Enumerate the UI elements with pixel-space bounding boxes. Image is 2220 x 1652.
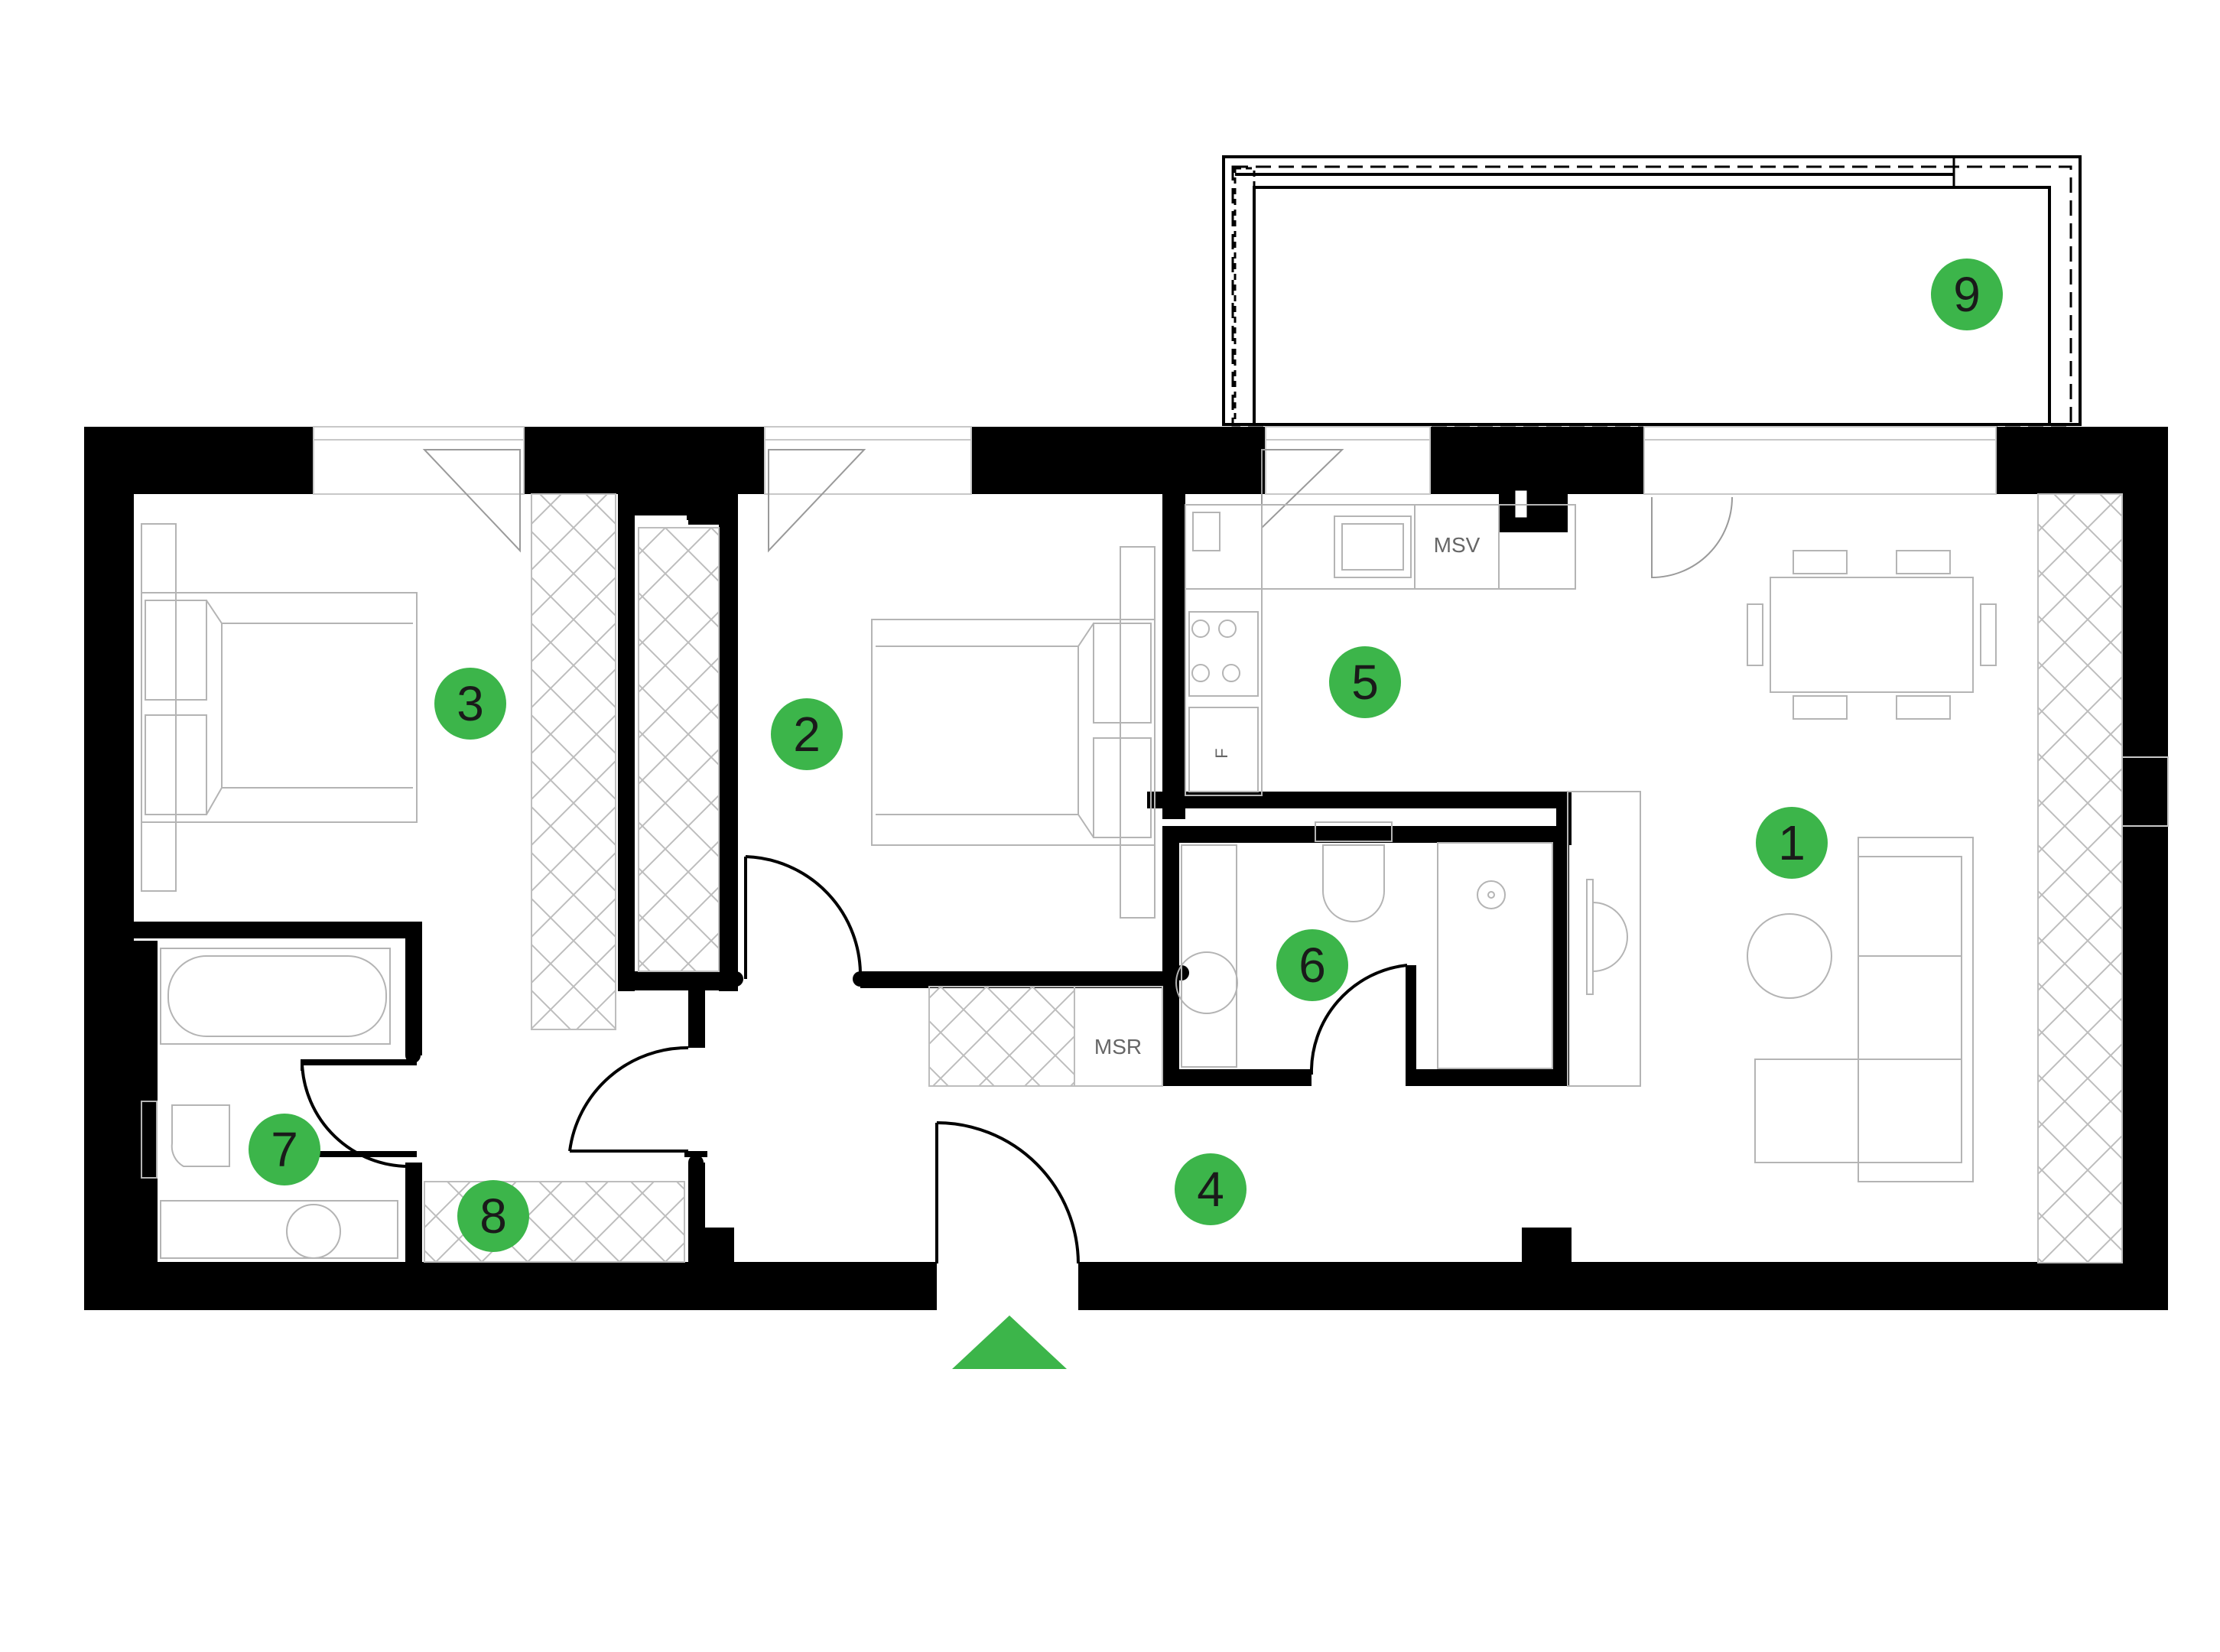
room-badge-2: 2 [771,698,843,770]
room-badge-5: 5 [1329,646,1401,718]
wardrobes [424,493,2123,1263]
fridge-label: F [1212,748,1231,758]
doors [301,855,1426,1264]
svg-text:8: 8 [479,1189,507,1244]
svg-text:6: 6 [1299,938,1326,993]
interior-walls [128,494,1572,1266]
svg-text:9: 9 [1953,267,1981,322]
svg-text:2: 2 [793,707,821,762]
exterior-walls [84,427,2168,1310]
room-badge-1: 1 [1756,807,1828,879]
svg-text:3: 3 [457,676,484,731]
svg-text:5: 5 [1351,655,1379,710]
svg-text:1: 1 [1778,815,1806,870]
svg-text:4: 4 [1197,1162,1224,1217]
msr-label: MSR [1094,1035,1142,1059]
room-badge-8: 8 [457,1180,529,1252]
room-badge-6: 6 [1276,929,1348,1001]
room-badge-9: 9 [1931,259,2003,330]
room-badge-7: 7 [249,1114,320,1185]
svg-text:7: 7 [271,1122,298,1177]
balcony [1222,155,2082,427]
furniture [141,504,1997,1259]
room-badge-3: 3 [434,668,506,740]
msv-label: MSV [1434,533,1481,557]
entrance-arrow-icon [952,1315,1067,1369]
room-badge-4: 4 [1175,1153,1247,1225]
